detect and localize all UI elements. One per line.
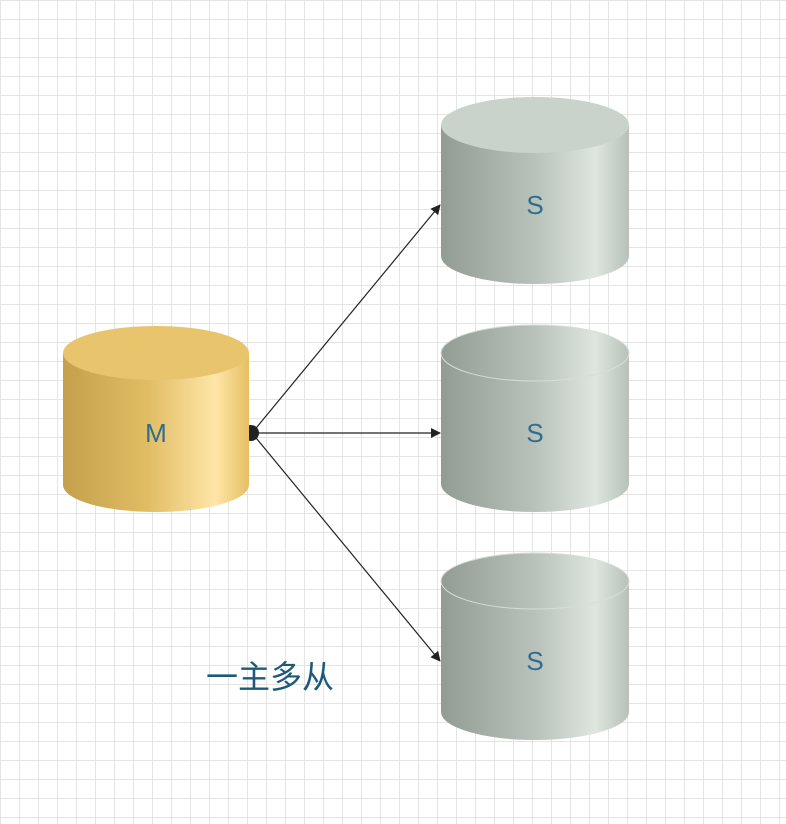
slave-1-label: S: [526, 190, 543, 220]
master-cylinder-top: [63, 326, 249, 380]
slave-cylinder-1-body: [441, 125, 629, 284]
slave-cylinder-2[interactable]: S: [440, 324, 630, 512]
slave-cylinder-1[interactable]: S: [441, 97, 629, 284]
slave-cylinder-2-body: [441, 353, 629, 512]
master-label: M: [145, 418, 167, 448]
master-cylinder[interactable]: M: [63, 326, 249, 512]
slave-2-label: S: [526, 418, 543, 448]
slave-cylinder-3[interactable]: S: [440, 552, 630, 740]
slave-cylinder-1-top: [441, 97, 629, 153]
slave-3-label: S: [526, 646, 543, 676]
slave-cylinder-3-body: [441, 581, 629, 740]
diagram-caption: 一主多从: [206, 658, 335, 696]
connectors: [243, 204, 441, 662]
edge-master-slave-3[interactable]: [251, 432, 441, 662]
edge-master-slave-1[interactable]: [251, 204, 441, 434]
slave-cylinder-3-top: [440, 552, 630, 610]
master-cylinder-body: [63, 353, 249, 512]
slave-cylinder-2-top: [440, 324, 630, 382]
